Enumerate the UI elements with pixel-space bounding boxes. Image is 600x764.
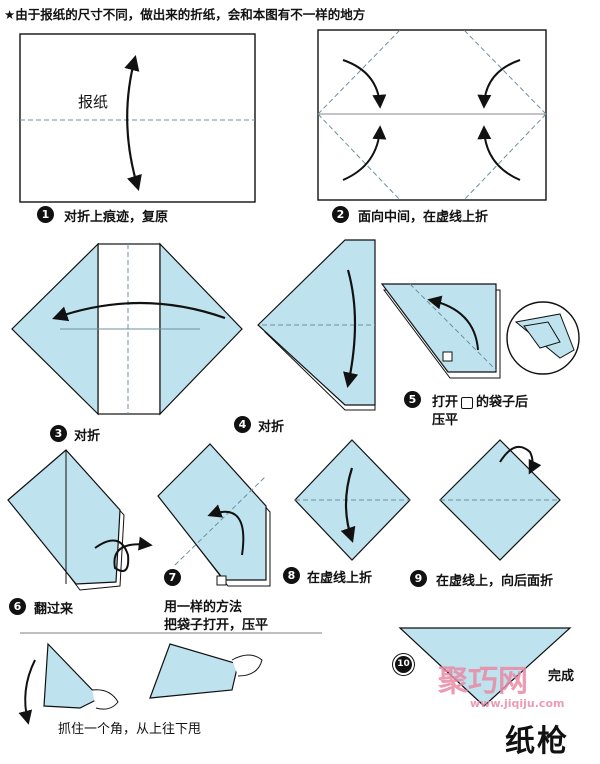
step7-text-line1: 用一样的方法 bbox=[164, 600, 243, 615]
step9-arrow bbox=[499, 445, 542, 475]
step10-number: 10 bbox=[395, 656, 412, 673]
step3-text: 对折 bbox=[74, 429, 101, 444]
grip-figure bbox=[18, 642, 263, 725]
newspaper-label: 报纸 bbox=[78, 93, 109, 111]
watermark-url: www.jiqiju.com bbox=[470, 697, 565, 710]
watermark-logo: 聚巧网 bbox=[438, 664, 528, 699]
step1-fold-arrow bbox=[124, 55, 142, 191]
step7-text-line2: 把袋子打开，压平 bbox=[164, 618, 269, 633]
step5-text-line1: 打开 的袋子后 bbox=[432, 391, 528, 410]
step9-number: 9 bbox=[410, 570, 427, 587]
step4-arrow bbox=[343, 269, 359, 389]
step3-arrow bbox=[52, 301, 226, 322]
step2-arrow-tl bbox=[342, 59, 387, 109]
step4-text: 对折 bbox=[258, 420, 285, 435]
step9-text: 在虚线上，向后面折 bbox=[436, 574, 554, 589]
step1-text: 对折上痕迹，复原 bbox=[64, 210, 169, 225]
step4-triangle bbox=[257, 239, 376, 406]
step10-text: 完成 bbox=[548, 669, 575, 684]
grip-text: 抓住一个角，从上往下甩 bbox=[58, 722, 202, 737]
step10-triangle bbox=[398, 627, 572, 707]
step6-flip-arrow bbox=[94, 536, 153, 572]
step9-figure bbox=[439, 439, 561, 561]
step7-figure bbox=[157, 443, 271, 587]
step2-arrow-tr bbox=[477, 59, 521, 109]
step8-figure bbox=[294, 439, 411, 561]
swing-arrow bbox=[18, 659, 36, 725]
step7-arrow bbox=[207, 504, 245, 556]
step5-text-head: 打开 bbox=[432, 395, 459, 410]
step2-sheet bbox=[317, 29, 547, 201]
step5-figure bbox=[380, 283, 580, 379]
step5-text-tail: 的袋子后 bbox=[476, 395, 529, 410]
step2-arrow-bl bbox=[342, 125, 387, 181]
step1-figure bbox=[19, 33, 256, 203]
step6-figure bbox=[7, 449, 153, 591]
step8-arrow bbox=[340, 467, 356, 543]
step5-number: 5 bbox=[404, 391, 421, 408]
step5-arrow bbox=[427, 295, 479, 351]
page-title: 纸枪 bbox=[505, 724, 569, 759]
step1-number: 1 bbox=[37, 206, 54, 223]
step6-shape bbox=[7, 449, 121, 585]
step8-number: 8 bbox=[283, 567, 300, 584]
step2-number: 2 bbox=[332, 206, 349, 223]
step3-number: 3 bbox=[50, 425, 67, 442]
step6-number: 6 bbox=[9, 598, 26, 615]
bag-icon bbox=[461, 396, 474, 409]
step5-shape bbox=[380, 283, 497, 373]
step4-figure bbox=[257, 239, 376, 411]
step7-shape bbox=[157, 443, 267, 581]
step2-arrow-br bbox=[477, 125, 521, 181]
step10-figure bbox=[398, 627, 572, 707]
step2-text: 面向中间，在虚线上折 bbox=[358, 210, 489, 225]
step1-sheet bbox=[19, 33, 256, 203]
step3-figure bbox=[11, 242, 243, 416]
step8-text: 在虚线上折 bbox=[307, 571, 373, 586]
step2-fold-lines bbox=[317, 29, 547, 201]
step7-number: 7 bbox=[164, 569, 181, 586]
header-note: ★由于报纸的尺寸不同，做出来的折纸，会和本图有不一样的地方 bbox=[4, 7, 366, 22]
step6-text: 翻过来 bbox=[34, 602, 74, 617]
step2-figure bbox=[317, 29, 547, 201]
step4-number: 4 bbox=[234, 416, 251, 433]
step5-text-line2: 压平 bbox=[432, 413, 459, 428]
